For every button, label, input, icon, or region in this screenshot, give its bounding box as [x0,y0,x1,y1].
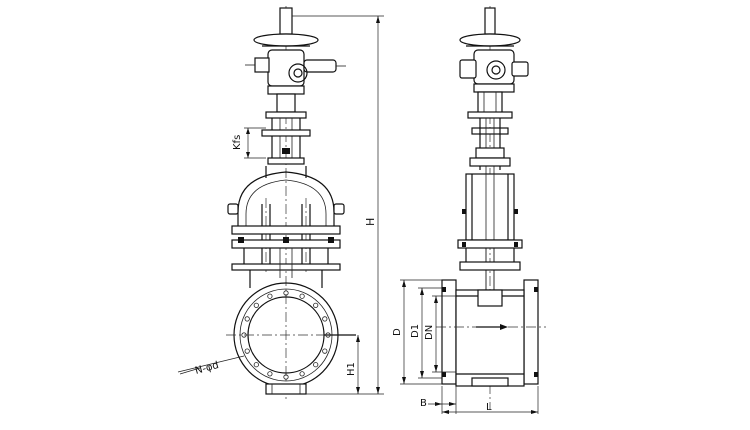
bolt-hole [322,316,328,322]
bolt-hole [267,293,273,299]
h1-dimension: H1 [346,335,360,394]
bottom-foot [265,383,307,395]
bolt-hole [283,290,289,296]
side-length-dimensions: B L [420,386,539,414]
height-dimension: H [292,15,384,395]
d1-label: D1 [410,324,421,338]
stroke-dimension: Kfs [232,127,266,159]
bolt-hole [325,332,331,338]
stem-top [279,7,293,35]
l-label: L [486,402,492,413]
flange-bolt-holes [241,290,331,380]
bonnet-dome [227,166,345,226]
dn-label: DN [424,325,435,340]
b-label: B [420,398,427,409]
bolt-hole [313,302,319,308]
side-view: D D1 DN B L [392,6,546,414]
bolt-hole [299,293,305,299]
height-label: H [364,218,377,226]
bolt-hole [299,371,305,377]
body-flanges [231,225,341,288]
handwheel [253,33,319,47]
side-handwheel [459,33,521,47]
side-actuator [459,49,529,93]
bolt-hole [267,371,273,377]
bolt-hole [244,316,250,322]
bolt-hole-callout: N-φd [177,355,245,377]
bolt-hole [313,362,319,368]
h1-label: H1 [346,362,357,376]
bolt-hole [283,374,289,380]
bolt-holes-label: N-φd [194,360,220,377]
side-stem-top [484,7,496,35]
bolt-hole [253,302,259,308]
yoke-column [261,93,311,165]
front-view: Kfs [177,6,384,400]
pipe-flange [226,282,356,388]
stroke-label: Kfs [232,135,243,150]
bolt-hole [241,332,247,338]
side-diameter-dimensions: D D1 DN [392,279,456,385]
actuator-gearbox [245,49,346,95]
side-bonnet [457,173,523,300]
bonnet-bolts [261,198,311,272]
bolt-hole [253,362,259,368]
bolt-hole [322,348,328,354]
d-label: D [392,328,403,336]
bolt-hole [244,348,250,354]
side-valve-body [436,279,546,387]
